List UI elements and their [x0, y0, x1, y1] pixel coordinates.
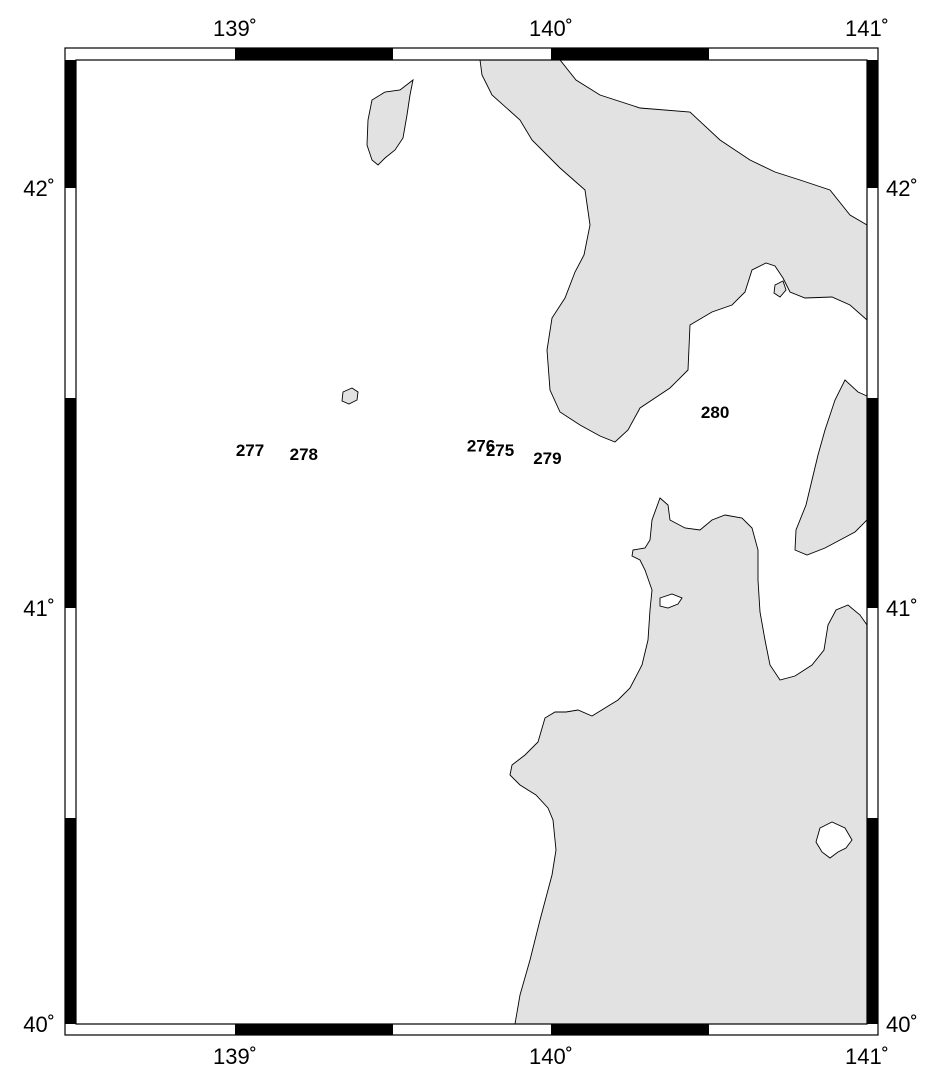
left-bar-3 [65, 818, 76, 1024]
landmass-group [341, 59, 868, 1025]
station-label-275: 275 [486, 441, 514, 460]
landmass-honshu [509, 497, 868, 1025]
landmass-oshima-peninsula [479, 59, 868, 443]
y-axis-right-labels: 40˚ 41˚ 42˚ [886, 176, 918, 1037]
x-tick-label-bottom: 141˚ [845, 1044, 889, 1069]
y-tick-label-right: 40˚ [886, 1012, 918, 1037]
island-okushiri [366, 78, 414, 166]
x-tick-label-top: 140˚ [529, 16, 573, 41]
station-label-278: 278 [290, 445, 318, 464]
station-labels: 277 278 276 275 279 280 [236, 403, 729, 468]
left-bar-1 [65, 60, 76, 188]
lake-towada [815, 821, 853, 859]
station-label-277: 277 [236, 441, 264, 460]
y-tick-label-right: 42˚ [886, 176, 918, 201]
y-tick-label-left: 42˚ [23, 176, 55, 201]
y-tick-label-left: 40˚ [23, 1012, 55, 1037]
x-tick-label-bottom: 140˚ [529, 1044, 573, 1069]
map-border-scale [65, 48, 878, 1035]
x-axis-bottom-labels: 139˚ 140˚ 141˚ [213, 1044, 889, 1069]
x-tick-label-top: 139˚ [213, 16, 257, 41]
top-bar-1 [235, 48, 393, 60]
x-tick-label-top: 141˚ [845, 16, 889, 41]
x-tick-label-bottom: 139˚ [213, 1044, 257, 1069]
top-bar-2 [551, 48, 709, 60]
right-bar-2 [867, 398, 878, 608]
landmass-hakodate-point [773, 280, 787, 298]
bottom-bar-2 [551, 1024, 709, 1035]
right-bar-1 [867, 60, 878, 188]
station-label-279: 279 [533, 449, 561, 468]
y-axis-left-labels: 40˚ 41˚ 42˚ [23, 176, 55, 1037]
station-label-280: 280 [701, 403, 729, 422]
lake-jusan [659, 593, 683, 609]
y-tick-label-left: 41˚ [23, 596, 55, 621]
right-bar-3 [867, 818, 878, 1024]
station-label-276: 276 [467, 437, 495, 456]
left-bar-2 [65, 398, 76, 608]
x-axis-top-labels: 139˚ 140˚ 141˚ [213, 16, 889, 41]
island-small-west [341, 387, 359, 405]
bottom-bar-1 [235, 1024, 393, 1035]
y-tick-label-right: 41˚ [886, 596, 918, 621]
